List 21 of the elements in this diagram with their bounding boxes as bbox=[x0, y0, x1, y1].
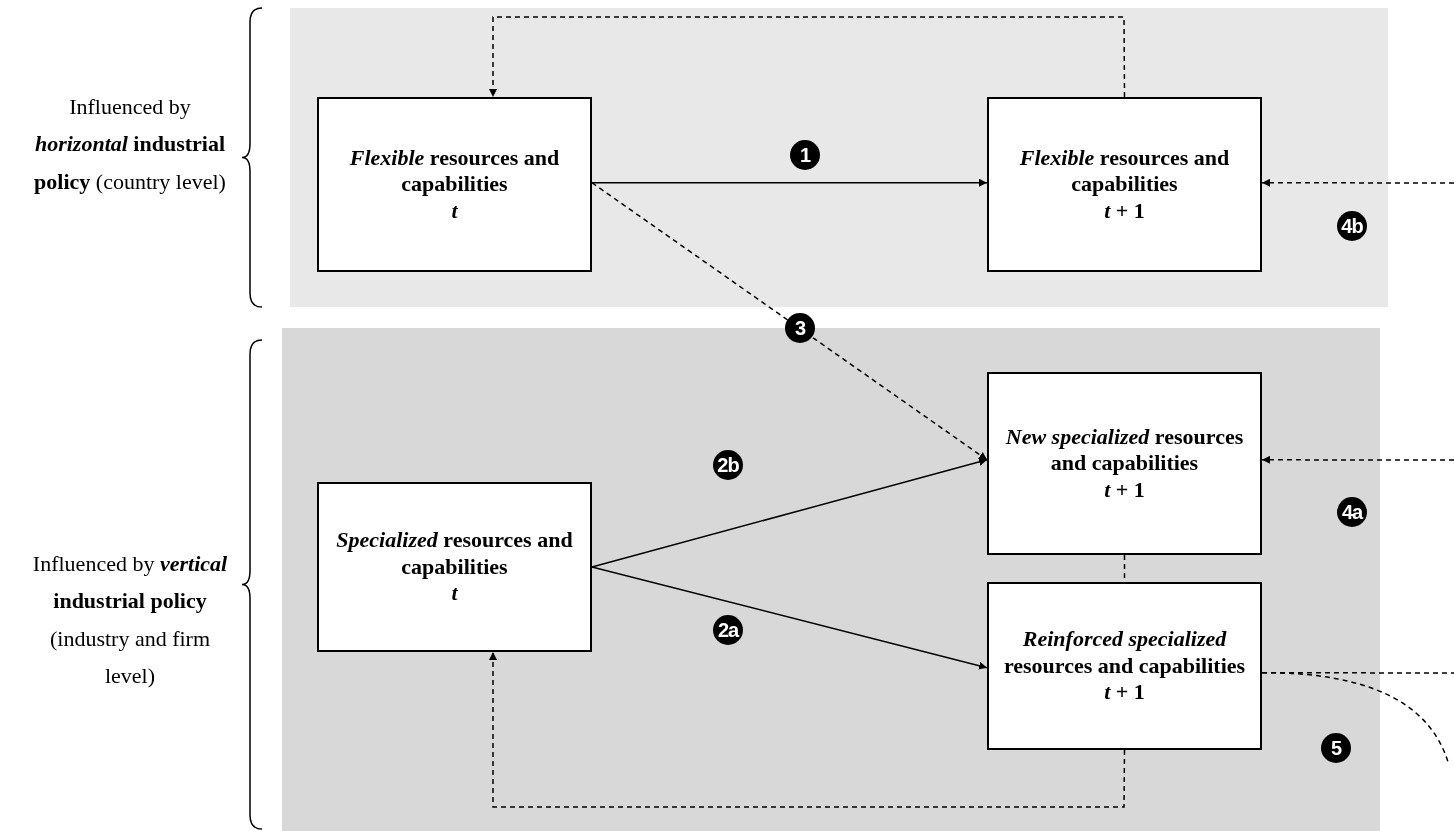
arrow bbox=[591, 178, 988, 187]
process-box bbox=[987, 372, 1262, 555]
arrow bbox=[591, 182, 988, 461]
box-text: t + 1 bbox=[1104, 197, 1145, 225]
callout-number: 3 bbox=[785, 313, 815, 343]
process-box bbox=[317, 482, 592, 652]
arrow bbox=[591, 566, 988, 670]
box-text: t bbox=[451, 197, 458, 225]
box-text: t + 1 bbox=[1104, 679, 1145, 706]
side-note: Influenced by vertical industrial policy (industry and firm level) bbox=[31, 550, 229, 691]
arrow bbox=[591, 458, 988, 568]
box-text: t + 1 bbox=[1104, 476, 1145, 504]
process-box bbox=[987, 582, 1262, 750]
arrow bbox=[489, 651, 1126, 808]
process-box bbox=[317, 97, 592, 272]
arrow bbox=[1261, 178, 1454, 187]
side-note: Influenced by horizontal industrial policy (country level) bbox=[33, 93, 227, 196]
arrow bbox=[1261, 455, 1454, 464]
process-box bbox=[987, 97, 1262, 272]
arrow bbox=[489, 16, 1126, 98]
box-text: t bbox=[451, 580, 458, 607]
